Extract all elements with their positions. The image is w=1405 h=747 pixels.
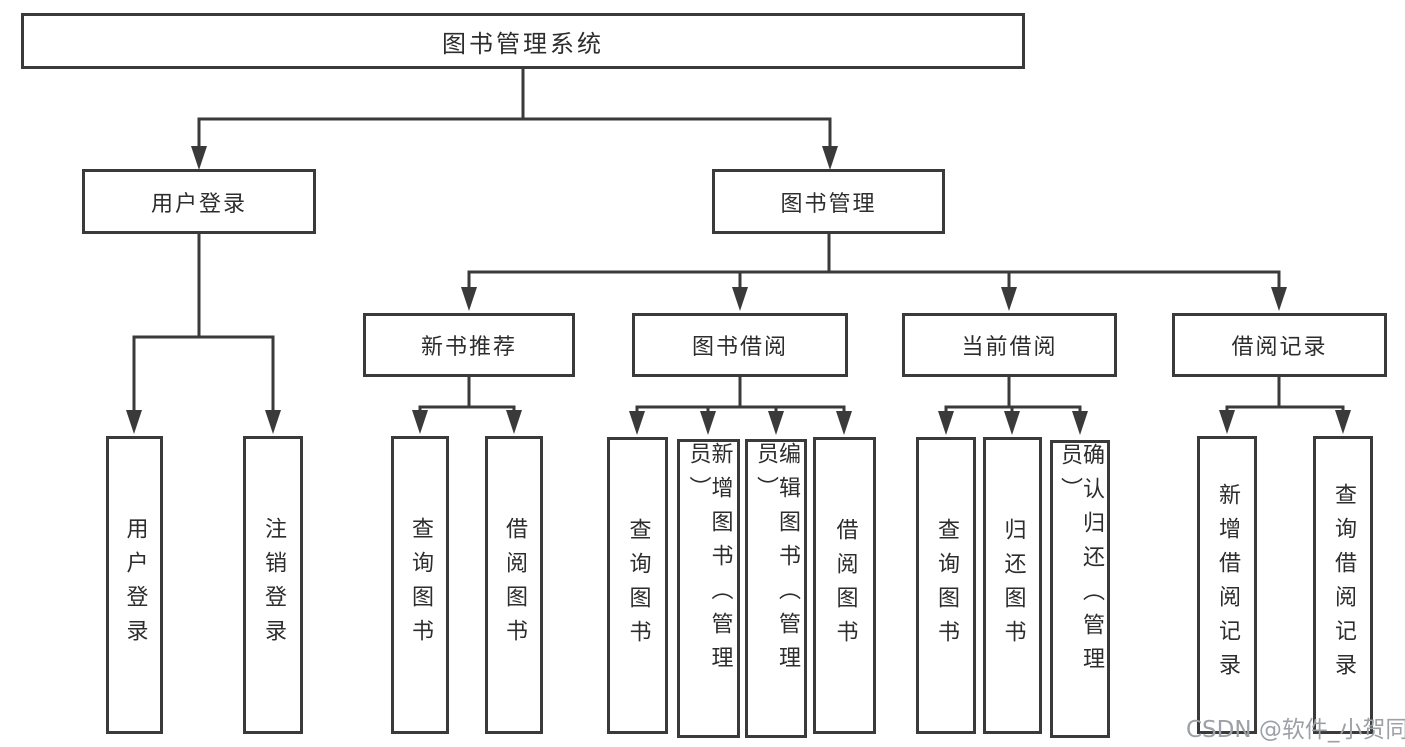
node-new-book-recommend: 新书推荐 xyxy=(363,313,575,377)
node-root-system: 图书管理系统 xyxy=(21,13,1025,69)
arrowheads xyxy=(126,146,1351,435)
node-label: 借阅记录 xyxy=(1231,335,1328,360)
node-label: 用户登录 xyxy=(122,517,148,653)
leaf-query-books-3: 查询图书 xyxy=(916,437,976,734)
node-label: 借阅图书 xyxy=(502,517,527,653)
node-label: 当前借阅 xyxy=(961,335,1058,360)
node-label: 查询图书 xyxy=(625,517,651,654)
node-borrow-records: 借阅记录 xyxy=(1172,313,1387,377)
leaf-query-books-1: 查询图书 xyxy=(391,436,449,734)
node-book-management: 图书管理 xyxy=(712,169,945,234)
node-label: 新书推荐 xyxy=(420,335,517,360)
node-current-borrow: 当前借阅 xyxy=(902,313,1117,377)
node-label: 编辑图书（管理员） xyxy=(753,442,800,680)
watermark-text: CSDN @软件_小贺同学 xyxy=(1186,717,1405,743)
node-label: 用户登录 xyxy=(150,191,247,217)
leaf-query-books-2: 查询图书 xyxy=(607,437,668,734)
leaf-logout: 注销登录 xyxy=(243,436,303,734)
node-label: 查询图书 xyxy=(934,517,959,654)
node-book-borrow: 图书借阅 xyxy=(632,313,848,377)
leaf-query-borrow-record: 查询借阅记录 xyxy=(1313,436,1373,734)
node-label: 查询借阅记录 xyxy=(1331,483,1356,687)
node-label: 图书管理 xyxy=(780,191,877,217)
leaf-return-books: 归还图书 xyxy=(983,437,1042,734)
leaf-borrow-books-1: 借阅图书 xyxy=(485,436,543,734)
leaf-confirm-return-admin: 确认归还（管理员） xyxy=(1050,440,1110,738)
leaf-edit-books-admin: 编辑图书（管理员） xyxy=(745,439,807,738)
leaf-add-borrow-record: 新增借阅记录 xyxy=(1197,436,1257,734)
node-label: 注销登录 xyxy=(261,517,286,653)
node-label: 借阅图书 xyxy=(832,517,858,654)
node-label: 确认归还（管理员） xyxy=(1057,443,1104,681)
leaf-add-books-admin: 新增图书（管理员） xyxy=(677,439,740,738)
node-label: 图书借阅 xyxy=(691,335,788,360)
node-label: 新增图书（管理员） xyxy=(685,442,733,680)
node-user-login: 用户登录 xyxy=(82,169,316,234)
node-label: 归还图书 xyxy=(1000,517,1026,654)
node-label: 查询图书 xyxy=(408,517,433,653)
leaf-borrow-books-2: 借阅图书 xyxy=(813,437,876,734)
node-label: 新增借阅记录 xyxy=(1215,483,1240,687)
leaf-user-login: 用户登录 xyxy=(106,436,163,734)
node-label: 图书管理系统 xyxy=(442,29,604,58)
